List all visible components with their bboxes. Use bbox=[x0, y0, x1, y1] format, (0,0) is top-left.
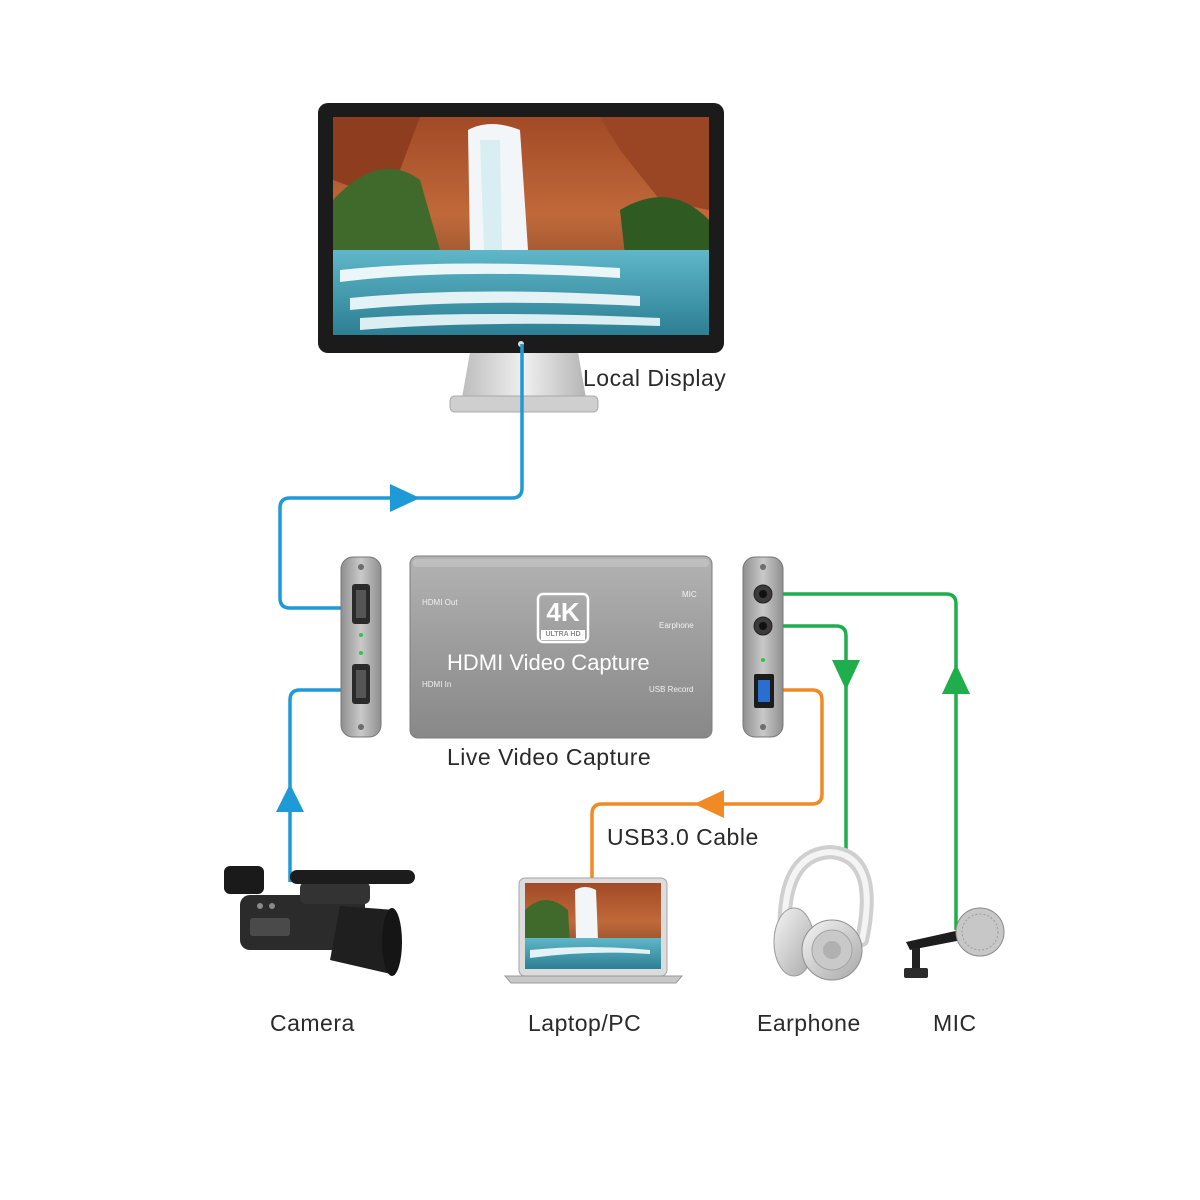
camera-icon bbox=[224, 866, 415, 976]
hdmi-out-line bbox=[278, 344, 524, 610]
earphone-line bbox=[764, 624, 848, 862]
usb-port bbox=[754, 674, 774, 708]
mic-line bbox=[764, 592, 958, 930]
waterfall-screen-image bbox=[333, 117, 709, 335]
usb-arrow bbox=[694, 790, 724, 818]
hdmi-in-port-label: HDMI In bbox=[422, 680, 452, 689]
usb-cable-label: USB3.0 Cable bbox=[607, 824, 759, 850]
hdmi-out-port bbox=[352, 584, 370, 624]
usb-record-port-label: USB Record bbox=[649, 685, 694, 694]
hdmi-out-port-label: HDMI Out bbox=[422, 598, 458, 607]
mic-jack bbox=[753, 584, 773, 604]
local-display-monitor bbox=[318, 103, 724, 413]
capture-device-body bbox=[409, 555, 713, 739]
badge-ultra-hd-text: ULTRA HD bbox=[545, 631, 581, 638]
earphone-jack bbox=[753, 616, 773, 636]
usb-line bbox=[590, 688, 824, 882]
microphone-icon bbox=[904, 907, 1005, 978]
mic-port-label: MIC bbox=[682, 590, 697, 599]
device-title: HDMI Video Capture bbox=[447, 650, 650, 675]
hdmi-in-port bbox=[352, 664, 370, 704]
laptop-label: Laptop/PC bbox=[528, 1010, 642, 1036]
headphones-icon bbox=[773, 844, 874, 981]
left-port-panel bbox=[340, 556, 382, 738]
earphone-arrow bbox=[832, 660, 860, 690]
hdmi-in-arrow bbox=[276, 784, 304, 812]
right-port-panel bbox=[742, 556, 784, 738]
4k-ultra-hd-badge bbox=[536, 592, 590, 644]
earphone-port-label: Earphone bbox=[659, 621, 694, 630]
badge-4k-text: 4K bbox=[546, 597, 580, 627]
earphone-label: Earphone bbox=[757, 1010, 861, 1036]
mic-label: MIC bbox=[933, 1010, 977, 1036]
mic-arrow bbox=[942, 664, 970, 694]
laptop-icon bbox=[503, 877, 684, 984]
hdmi-out-arrow bbox=[390, 484, 420, 512]
local-display-label: Local Display bbox=[583, 365, 727, 391]
hdmi-in-line bbox=[288, 688, 362, 882]
camera-label: Camera bbox=[270, 1010, 355, 1036]
live-video-capture-label: Live Video Capture bbox=[447, 744, 652, 770]
